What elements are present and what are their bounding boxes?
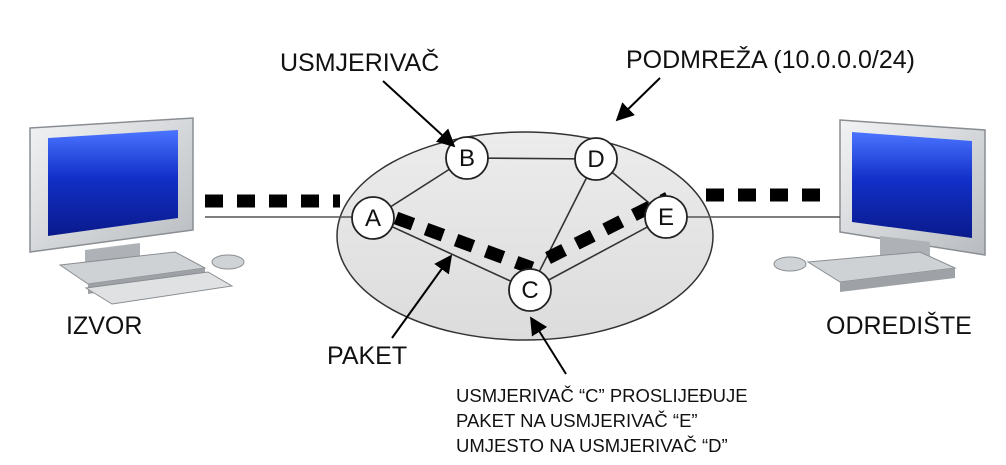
routers: A B C D E (351, 136, 688, 312)
router-node-d: D (574, 137, 618, 181)
router-letter: B (459, 145, 475, 172)
destination-computer-icon (773, 119, 986, 292)
router-label: USMJERIVAČ (280, 48, 439, 77)
router-letter: E (658, 204, 674, 231)
note-line: UMJESTO NA USMJERIVAČ “D” (456, 435, 728, 456)
packet-label: PAKET (327, 342, 407, 370)
router-node-b: B (445, 136, 489, 180)
link-a-c (372, 217, 531, 291)
subnet-callout-arrow (615, 77, 661, 122)
router-letter: D (587, 146, 604, 173)
link-c-e (529, 216, 667, 291)
router-node-a: A (351, 196, 395, 240)
router-circle (574, 137, 618, 181)
destination-label: ODREDIŠTE (826, 311, 972, 340)
subnet-label: PODMREŽA (10.0.0.0/24) (626, 45, 915, 74)
router-node-c: C (508, 268, 552, 312)
link-d-c (529, 158, 597, 291)
router-node-e: E (644, 195, 688, 239)
router-circle (644, 195, 688, 239)
packet-callout-arrow (391, 254, 453, 339)
source-computer-icon (29, 117, 245, 305)
router-callout-arrow (382, 80, 456, 148)
forwarding-note: USMJERIVAČ “C” PROSLIJEĐUJE PAKET NA USM… (456, 385, 748, 456)
note-line: PAKET NA USMJERIVAČ “E” (456, 410, 698, 431)
router-circle (508, 268, 552, 312)
router-circle (445, 136, 489, 180)
note-line: USMJERIVAČ “C” PROSLIJEĐUJE (456, 385, 748, 406)
source-label: IZVOR (66, 312, 142, 340)
router-circle (351, 196, 395, 240)
router-letter: C (521, 277, 538, 304)
router-letter: A (365, 205, 381, 232)
subnet-ellipse (336, 131, 714, 341)
note-callout-arrow (530, 316, 567, 375)
